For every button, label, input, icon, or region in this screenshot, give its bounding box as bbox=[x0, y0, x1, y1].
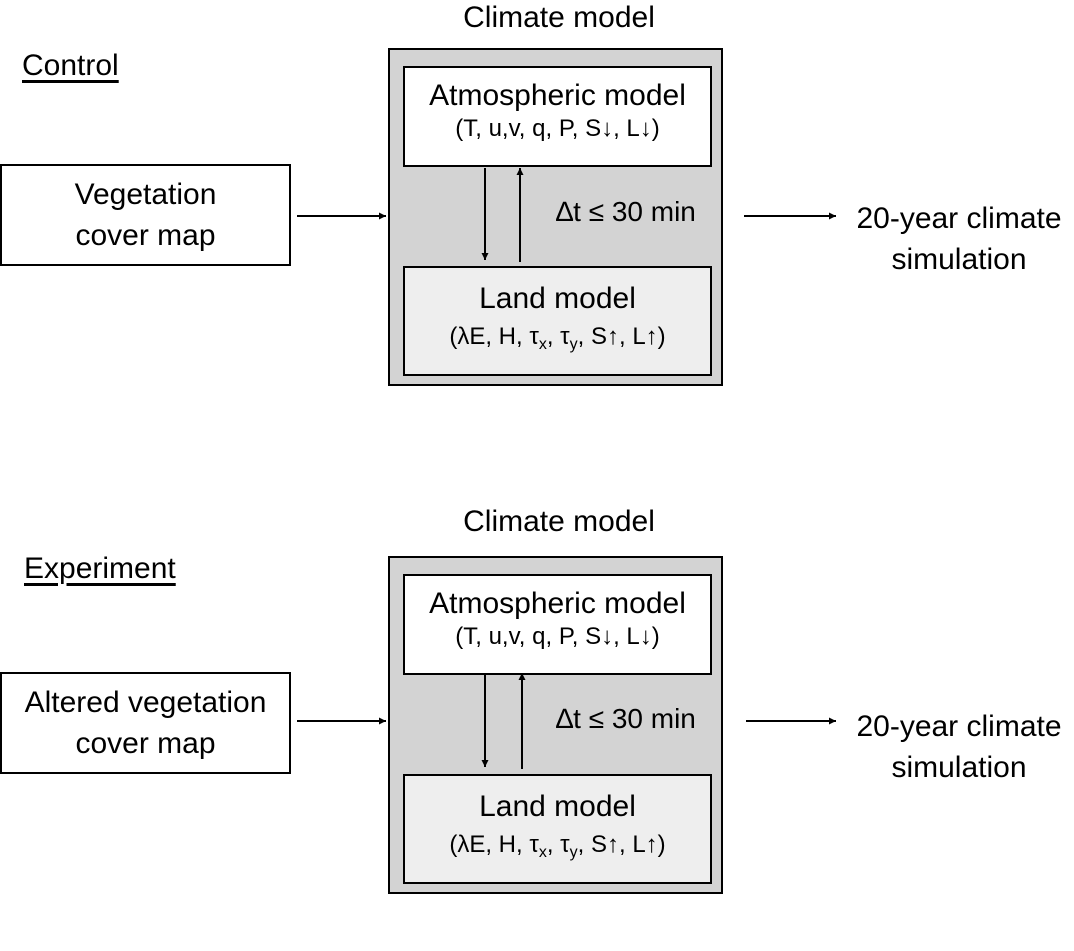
land-vars-part: , τ bbox=[546, 830, 570, 858]
atmospheric-model-title: Atmospheric model bbox=[429, 587, 686, 620]
section-label: Control bbox=[22, 49, 119, 82]
land-vars-subscript: x bbox=[538, 335, 547, 353]
output-label-line: 20-year climate bbox=[856, 202, 1062, 235]
experiment-panel: Experiment Climate model Altered vegetat… bbox=[0, 505, 1074, 951]
experiment-arrows bbox=[297, 673, 836, 769]
land-model-variables: (λE, H, τx, τy, S↑, L↑) bbox=[405, 322, 710, 353]
land-model-variables: (λE, H, τx, τy, S↑, L↑) bbox=[405, 830, 710, 861]
land-model-box: Land model (λE, H, τx, τy, S↑, L↑) bbox=[403, 774, 712, 884]
climate-model-box: Atmospheric model (T, u,v, q, P, S↓, L↓)… bbox=[388, 556, 723, 894]
control-panel: Control Climate model Vegetation cover m… bbox=[0, 0, 1074, 446]
control-arrows bbox=[297, 168, 836, 262]
land-vars-subscript: y bbox=[569, 843, 578, 861]
land-model-box: Land model (λE, H, τx, τy, S↑, L↑) bbox=[403, 266, 712, 376]
land-vars-part: , S↑, L↑) bbox=[577, 830, 666, 858]
land-vars-part: (λE, H, τ bbox=[449, 830, 539, 858]
atmospheric-model-variables: (T, u,v, q, P, S↓, L↓) bbox=[455, 622, 660, 650]
climate-model-title: Climate model bbox=[463, 505, 655, 538]
input-box: Vegetation cover map bbox=[0, 164, 291, 266]
output-label: 20-year climate simulation bbox=[844, 706, 1074, 788]
output-label-line: simulation bbox=[891, 751, 1027, 784]
input-label-line: cover map bbox=[75, 727, 216, 760]
land-model-title: Land model bbox=[479, 282, 636, 315]
section-label: Experiment bbox=[24, 552, 176, 585]
land-vars-part: , τ bbox=[546, 322, 570, 350]
atmospheric-model-title: Atmospheric model bbox=[429, 79, 686, 112]
land-vars-part: (λE, H, τ bbox=[449, 322, 539, 350]
input-box: Altered vegetation cover map bbox=[0, 672, 291, 774]
atmospheric-model-box: Atmospheric model (T, u,v, q, P, S↓, L↓) bbox=[403, 574, 712, 675]
output-label-line: 20-year climate bbox=[856, 710, 1062, 743]
timestep-label: ∆t ≤ 30 min bbox=[556, 196, 696, 227]
output-label: 20-year climate simulation bbox=[844, 198, 1074, 280]
land-vars-subscript: y bbox=[569, 335, 578, 353]
land-vars-part: , S↑, L↑) bbox=[577, 322, 666, 350]
timestep-label: ∆t ≤ 30 min bbox=[556, 703, 696, 734]
input-label-line: cover map bbox=[75, 219, 216, 252]
input-label-line: Altered vegetation bbox=[24, 686, 267, 719]
climate-model-title: Climate model bbox=[463, 1, 655, 34]
input-label-line: Vegetation bbox=[74, 178, 217, 211]
climate-model-box: Atmospheric model (T, u,v, q, P, S↓, L↓)… bbox=[388, 48, 723, 386]
atmospheric-model-box: Atmospheric model (T, u,v, q, P, S↓, L↓) bbox=[403, 66, 712, 167]
land-vars-subscript: x bbox=[538, 843, 547, 861]
output-label-line: simulation bbox=[891, 243, 1027, 276]
atmospheric-model-variables: (T, u,v, q, P, S↓, L↓) bbox=[455, 114, 660, 142]
land-model-title: Land model bbox=[479, 790, 636, 823]
